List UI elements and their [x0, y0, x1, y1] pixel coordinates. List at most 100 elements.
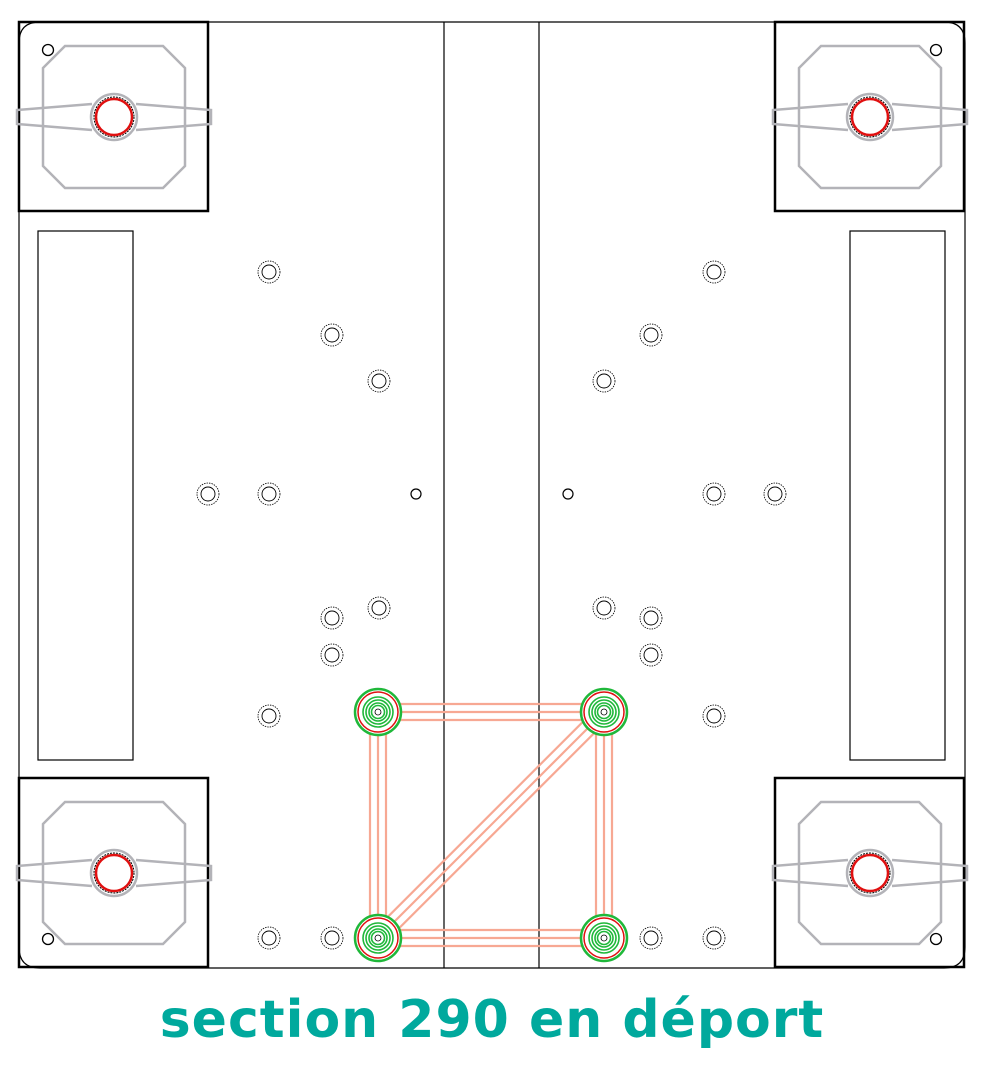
bolt-hole-inner: [261, 930, 277, 946]
bolt-hole-outer: [196, 482, 220, 506]
foot-pad-ring: [849, 96, 891, 138]
node-inner-ring: [591, 699, 617, 725]
bolt-hole: [639, 323, 663, 347]
bolt-hole-outer: [702, 260, 726, 284]
foot-pad-ring: [93, 852, 135, 894]
bolt-hole: [592, 369, 616, 393]
corner-screw-hole: [929, 43, 943, 57]
node-red-ring: [583, 691, 625, 733]
bolt-hole: [320, 926, 344, 950]
foot-red-ring: [850, 97, 890, 137]
bolt-hole-inner: [324, 610, 340, 626]
bolt-hole: [367, 369, 391, 393]
bolt-hole-outer: [320, 323, 344, 347]
bolt-hole-inner: [200, 486, 216, 502]
bolt-hole-outer: [257, 482, 281, 506]
bolt-hole-outer: [320, 926, 344, 950]
bolt-hole-outer: [320, 606, 344, 630]
bolt-hole-outer: [592, 369, 616, 393]
brace-left: [368, 712, 388, 938]
corner-screw-hole: [929, 932, 943, 946]
node-red-ring: [583, 917, 625, 959]
bolt-hole-inner: [643, 610, 659, 626]
node-inner-ring: [594, 928, 614, 948]
bolt-hole-inner: [371, 600, 387, 616]
foot-bottom-right: [771, 776, 969, 969]
bolt-hole: [592, 596, 616, 620]
bolt-hole-outer: [639, 323, 663, 347]
node-inner-ring: [370, 930, 386, 946]
bolt-hole-inner: [706, 708, 722, 724]
bolt-hole: [702, 260, 726, 284]
corner-screw-hole: [41, 932, 55, 946]
bolt-hole: [763, 482, 787, 506]
node-inner-ring: [588, 922, 620, 954]
foot-lever-arm: [15, 102, 213, 132]
bolt-hole-outer: [592, 596, 616, 620]
foot-red-ring: [94, 97, 134, 137]
bolt-hole: [639, 643, 663, 667]
bolt-hole-outer: [702, 704, 726, 728]
bolt-hole-inner: [706, 264, 722, 280]
foot-box: [773, 20, 966, 213]
truss-node: [579, 913, 629, 963]
bolt-hole-outer: [639, 643, 663, 667]
node-inner-ring: [365, 925, 391, 951]
truss-node: [579, 687, 629, 737]
bolt-hole: [702, 926, 726, 950]
bolt-hole: [320, 323, 344, 347]
foot-plate-octagon: [41, 800, 187, 946]
bolt-hole-inner: [261, 708, 277, 724]
bolt-hole-outer: [763, 482, 787, 506]
bolt-hole: [367, 596, 391, 620]
brace-top: [378, 702, 604, 722]
node-inner-ring: [594, 702, 614, 722]
pin-hole: [562, 488, 574, 500]
node-inner-ring: [368, 928, 388, 948]
foot-pad-outer: [845, 848, 895, 898]
bolt-hole-inner: [324, 647, 340, 663]
bolt-hole: [257, 926, 281, 950]
bolt-hole-inner: [596, 600, 612, 616]
foot-plate-octagon: [41, 44, 187, 190]
foot-pad-outer: [89, 848, 139, 898]
brace-tube: [382, 716, 611, 945]
truss-node: [353, 687, 403, 737]
foot-box: [17, 776, 210, 969]
foot-lever-arm: [771, 102, 969, 132]
bolt-hole-outer: [320, 643, 344, 667]
node-center-hole: [600, 934, 608, 942]
brace-diagonal: [371, 705, 611, 945]
foot-lever-arm: [771, 858, 969, 888]
foot-pad-outer: [89, 92, 139, 142]
node-center-hole: [600, 708, 608, 716]
pin-hole: [410, 488, 422, 500]
node-center-hole: [374, 934, 382, 942]
bolt-hole: [320, 643, 344, 667]
bolt-hole-outer: [367, 369, 391, 393]
foot-box: [17, 20, 210, 213]
side-rail-left: [37, 230, 134, 761]
bolt-hole-inner: [643, 647, 659, 663]
bolt-hole-outer: [257, 704, 281, 728]
node-inner-ring: [362, 922, 394, 954]
bolt-hole-outer: [639, 606, 663, 630]
truss-node: [353, 913, 403, 963]
node-center-hole: [374, 708, 382, 716]
side-rail-right: [849, 230, 946, 761]
foot-plate-octagon: [797, 800, 943, 946]
bolt-hole-inner: [706, 486, 722, 502]
node-inner-ring: [596, 704, 612, 720]
bolt-hole: [257, 704, 281, 728]
foot-bottom-left: [15, 776, 213, 969]
brace-bottom: [378, 928, 604, 948]
plan-drawing: [15, 20, 969, 969]
bolt-hole-inner: [371, 373, 387, 389]
foot-lever-arm: [15, 858, 213, 888]
bolt-hole-inner: [324, 930, 340, 946]
brace-tube: [371, 705, 600, 934]
node-inner-ring: [591, 925, 617, 951]
bolt-hole-inner: [767, 486, 783, 502]
corner-screw-hole: [41, 43, 55, 57]
bolt-hole-inner: [324, 327, 340, 343]
